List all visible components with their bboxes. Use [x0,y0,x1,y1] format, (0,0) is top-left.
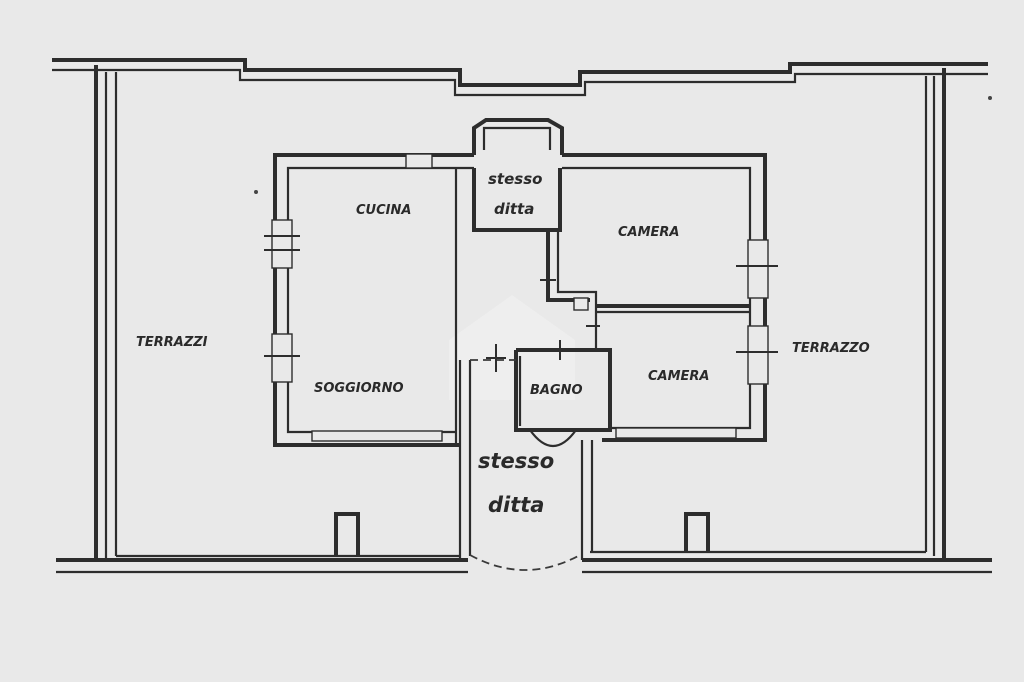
scan-dot [254,190,258,194]
room-labels: CUCINA SOGGIORNO CAMERA CAMERA BAGNO TER… [136,170,870,517]
outer-boundary [52,58,992,574]
windows [264,153,778,442]
room-label-kitchen: CUCINA [356,203,411,218]
room-label-terrace-right: TERRAZZO [792,341,870,356]
same-owner-bottom-line2: ditta [488,493,544,517]
same-owner-bottom-line1: stesso [478,449,554,473]
room-label-living: SOGGIORNO [314,381,404,396]
same-owner-top-line1: stesso [488,170,542,188]
same-owner-top-line2: ditta [494,200,534,218]
room-label-bathroom: BAGNO [530,383,583,398]
room-label-bedroom-top: CAMERA [618,225,680,240]
watermark-logo [449,295,575,400]
room-label-bedroom-bottom: CAMERA [648,369,710,384]
room-label-terrace-left: TERRAZZI [136,335,208,350]
scan-dot [988,96,992,100]
